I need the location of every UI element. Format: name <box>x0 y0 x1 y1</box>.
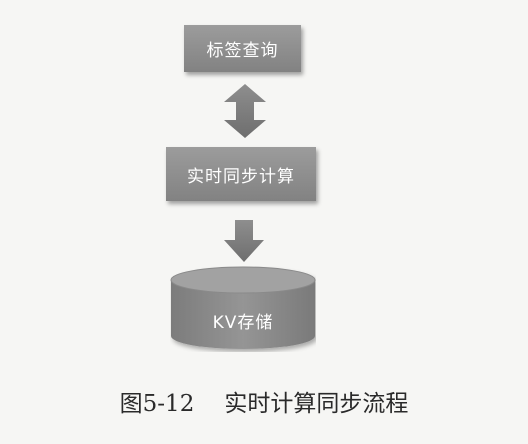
kv-storage-label-wrap: KV存储 <box>170 300 316 340</box>
bidirectional-arrow-icon <box>224 84 266 138</box>
down-arrow-icon <box>224 220 264 262</box>
realtime-sync-compute-label: 实时同步计算 <box>187 166 295 187</box>
figure-caption: 图5-12 实时计算同步流程 <box>0 384 528 418</box>
tag-query-node: 标签查询 <box>184 25 301 72</box>
kv-storage-label: KV存储 <box>212 312 274 333</box>
figure-title: 实时计算同步流程 <box>224 391 409 417</box>
realtime-sync-compute-node: 实时同步计算 <box>166 147 316 201</box>
figure-number: 图5-12 <box>119 391 195 417</box>
tag-query-label: 标签查询 <box>206 41 279 61</box>
kv-storage-cylinder <box>170 266 316 349</box>
